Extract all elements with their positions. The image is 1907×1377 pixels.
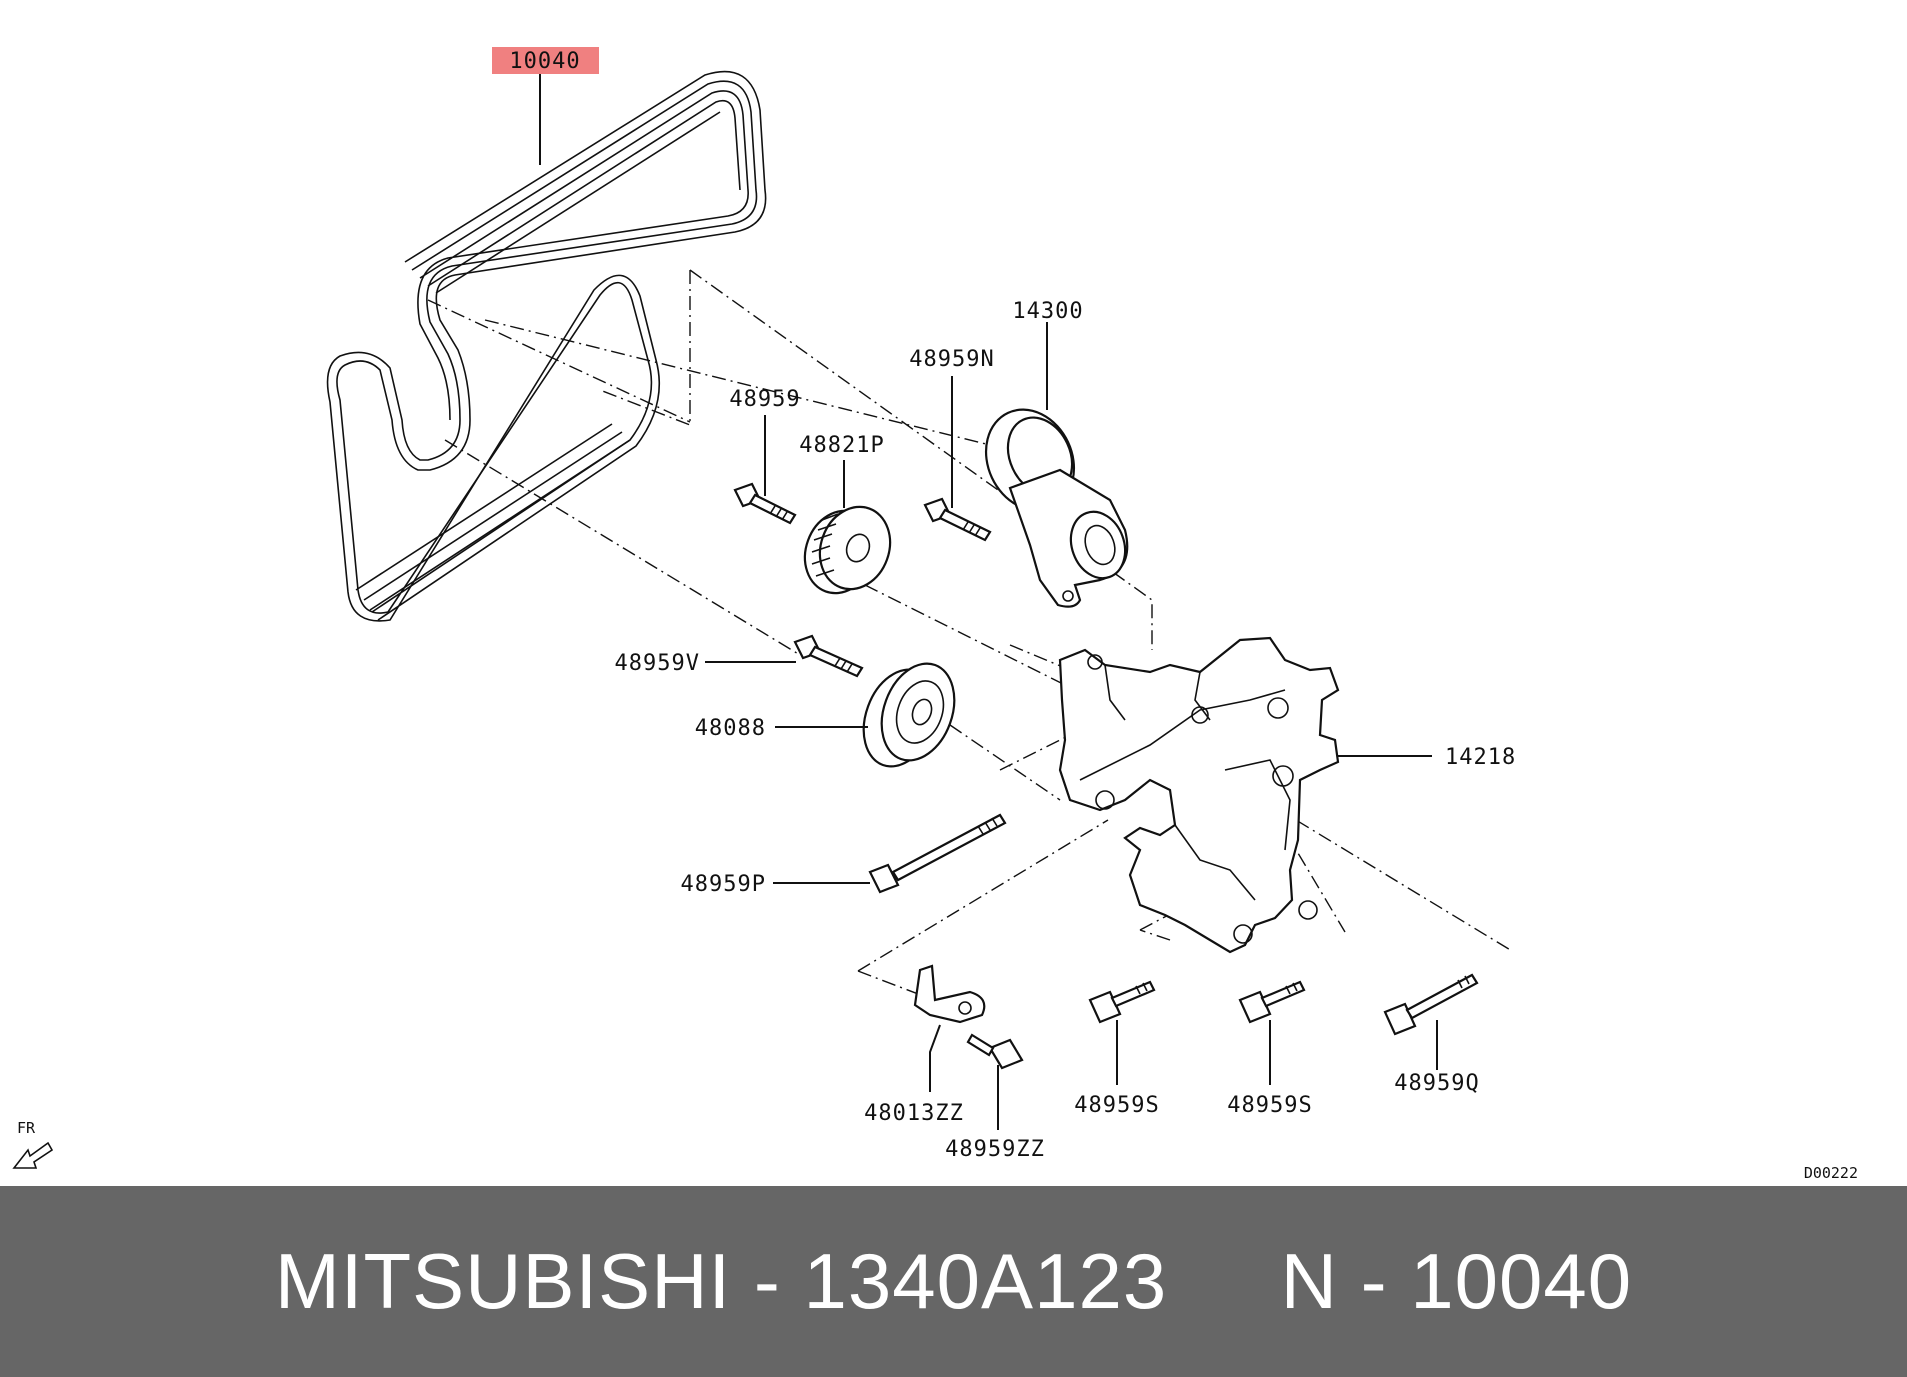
footer-banner: MITSUBISHI - 1340A123 N - 10040 bbox=[0, 1186, 1907, 1377]
leader-lines bbox=[539, 68, 1438, 1130]
clip-bracket-part bbox=[913, 964, 986, 1024]
callout-48959S-1[interactable]: 48959S bbox=[1074, 1093, 1159, 1118]
orientation-marker: FR bbox=[12, 1119, 54, 1169]
bolt-48959 bbox=[733, 482, 797, 525]
footer-title: MITSUBISHI - 1340A123 N - 10040 bbox=[274, 1237, 1633, 1325]
bolt-48959N bbox=[923, 497, 992, 542]
callout-48959[interactable]: 48959 bbox=[729, 387, 800, 412]
callout-48959P[interactable]: 48959P bbox=[681, 872, 766, 897]
drawing-code: D00222 bbox=[1804, 1164, 1858, 1182]
parts-diagram: 10040 14300 48959N 48959 48821P 48959V 4… bbox=[12, 47, 1858, 1182]
bolt-48959S-1 bbox=[1088, 980, 1156, 1024]
bolt-48959Q bbox=[1383, 973, 1479, 1036]
orientation-label: FR bbox=[17, 1119, 36, 1137]
bolt-48959P bbox=[868, 813, 1007, 894]
callout-10040[interactable]: 10040 bbox=[509, 49, 580, 74]
footer-ref-prefix: N bbox=[1280, 1237, 1338, 1325]
footer-brand: MITSUBISHI bbox=[274, 1237, 732, 1325]
callout-48959N[interactable]: 48959N bbox=[909, 347, 994, 372]
drive-belt bbox=[326, 70, 767, 622]
callouts: 10040 14300 48959N 48959 48821P 48959V 4… bbox=[492, 47, 1516, 1162]
assembly-guide-lines bbox=[427, 269, 1513, 1011]
auto-tensioner-part bbox=[984, 408, 1129, 608]
footer-part-number: 1340A123 bbox=[803, 1237, 1168, 1325]
callout-14218[interactable]: 14218 bbox=[1445, 745, 1516, 770]
callout-48088[interactable]: 48088 bbox=[695, 716, 766, 741]
callout-48959S-2[interactable]: 48959S bbox=[1227, 1093, 1312, 1118]
bolts bbox=[733, 482, 1479, 1070]
mounting-bracket-part bbox=[1058, 636, 1340, 954]
callout-48013ZZ[interactable]: 48013ZZ bbox=[864, 1101, 964, 1126]
footer-ref-number: 10040 bbox=[1410, 1237, 1633, 1325]
callout-48959ZZ[interactable]: 48959ZZ bbox=[945, 1137, 1045, 1162]
callout-14300[interactable]: 14300 bbox=[1012, 299, 1083, 324]
front-arrow-icon bbox=[12, 1141, 54, 1169]
belt-callout-highlight bbox=[492, 47, 599, 74]
callout-48959V[interactable]: 48959V bbox=[615, 651, 700, 676]
callout-48821P[interactable]: 48821P bbox=[799, 433, 884, 458]
bolt-48959V bbox=[793, 634, 864, 678]
bolt-48959S-2 bbox=[1238, 980, 1306, 1024]
idler-pulley-lower-part bbox=[862, 662, 956, 768]
bolt-48959ZZ bbox=[966, 1033, 1024, 1070]
idler-pulley-upper-part bbox=[803, 505, 892, 595]
callout-48959Q[interactable]: 48959Q bbox=[1394, 1071, 1479, 1096]
